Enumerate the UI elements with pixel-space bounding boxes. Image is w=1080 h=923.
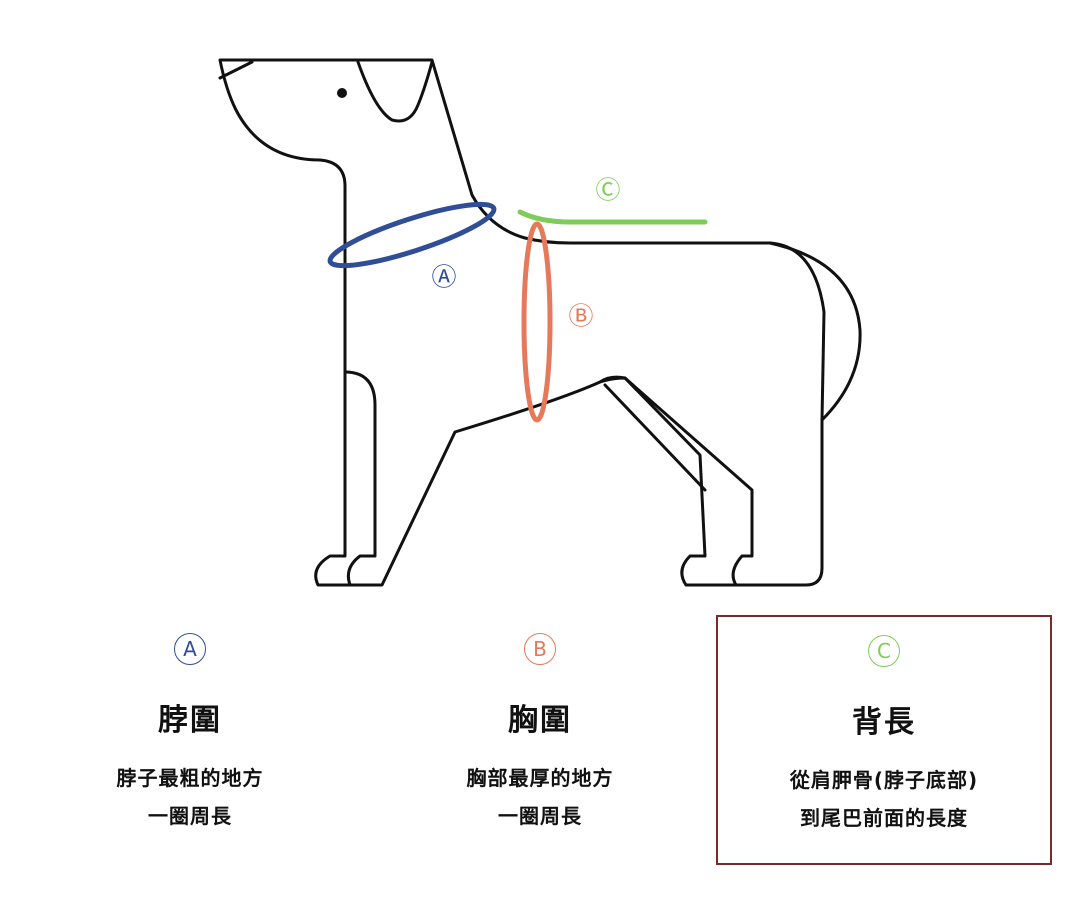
legend-desc-neck: 脖子最粗的地方 一圈周長 [22, 759, 358, 835]
dog-eye [337, 88, 347, 98]
dog-outline [218, 58, 862, 587]
dog-back-leg-inner [598, 376, 738, 587]
legend-title-neck: 脖圍 [158, 703, 222, 738]
legend-title-chest: 胸圍 [508, 703, 572, 738]
back-label: Ⓒ [595, 176, 620, 205]
legend-desc-line: 胸部最厚的地方 [466, 766, 614, 790]
legend-desc-chest: 胸部最厚的地方 一圈周長 [372, 759, 708, 835]
back-measure-line [517, 209, 708, 225]
chest-measure-ring [521, 221, 553, 423]
legend-marker-a: A [174, 633, 206, 665]
legend-card-chest: B 胸圍 胸部最厚的地方 一圈周長 [372, 615, 708, 865]
legend-desc-line: 一圈周長 [148, 804, 232, 828]
neck-measure-ring [327, 201, 497, 269]
legend-card-neck: A 脖圍 脖子最粗的地方 一圈周長 [22, 615, 358, 865]
dog-snout-line [218, 60, 254, 80]
dog-tail [768, 241, 862, 422]
legend-desc-line: 從肩胛骨(脖子底部) [789, 768, 979, 792]
legend-card-back: C 背長 從肩胛骨(脖子底部) 到尾巴前面的長度 [716, 615, 1052, 865]
neck-label: Ⓐ [431, 263, 456, 292]
legend-desc-line: 到尾巴前面的長度 [800, 806, 968, 830]
legend-desc-back: 從肩胛骨(脖子底部) 到尾巴前面的長度 [718, 761, 1050, 837]
dog-body-outline [218, 58, 826, 587]
legend-marker-c: C [868, 635, 900, 667]
legend-desc-line: 一圈周長 [498, 804, 582, 828]
legend-title-back: 背長 [852, 705, 916, 740]
legend-desc-line: 脖子最粗的地方 [116, 766, 264, 790]
dog-back-leg-front-edge [603, 383, 707, 492]
legend-marker-b: B [524, 633, 556, 665]
dog-front-leg-inner [343, 370, 377, 587]
chest-label: Ⓑ [568, 302, 593, 331]
dog-measurement-diagram: Ⓐ Ⓑ Ⓒ [218, 58, 862, 587]
dog-ear [356, 60, 434, 123]
